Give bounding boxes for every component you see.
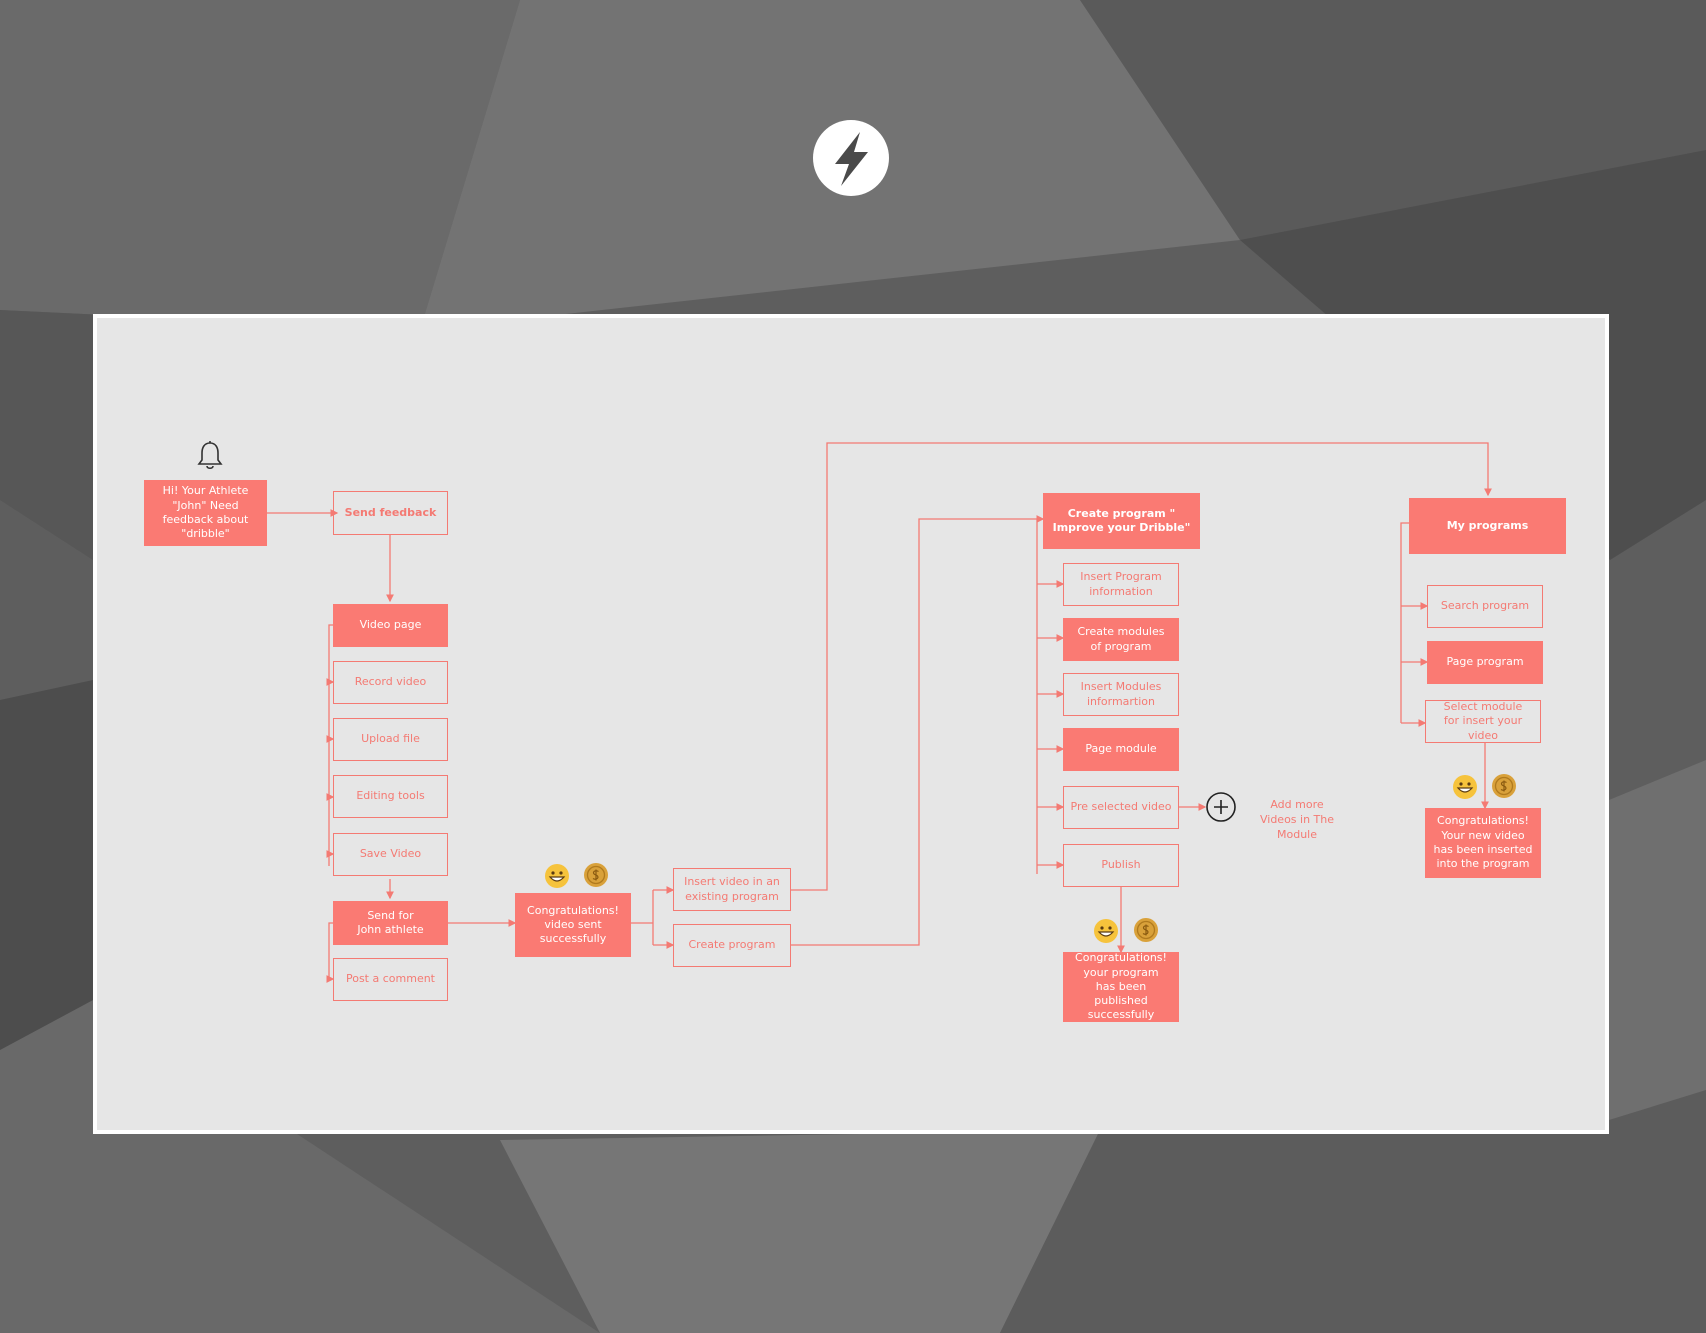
congrats-inserted-box: Congratulations! Your new video has been… — [1425, 808, 1541, 878]
flow-connectors — [267, 442, 1492, 983]
send-for-john-box: Send for John athlete — [333, 901, 448, 945]
coin-icon — [584, 863, 608, 887]
video-page-box: Video page — [333, 604, 448, 647]
create-modules-box: Create modules of program — [1063, 618, 1179, 661]
coin-icon — [1492, 774, 1516, 798]
congrats-published-box: Congratulations! your program has been p… — [1063, 951, 1179, 1022]
plus-circle-icon — [1206, 792, 1236, 822]
flow-canvas: Hi! Your Athlete "John" Need feedback ab… — [97, 318, 1605, 1130]
create-program-box: Create program — [673, 924, 791, 967]
insert-existing-box: Insert video in an existing program — [673, 868, 791, 911]
publish-box: Publish — [1063, 844, 1179, 887]
add-more-videos-note: Add more Videos in The Module — [1259, 798, 1335, 841]
page-program-box: Page program — [1427, 641, 1543, 684]
send-feedback-box: Send feedback — [333, 491, 448, 535]
congrats-sent-box: Congratulations! video sent successfully — [515, 893, 631, 957]
insert-modules-info-box: Insert Modules informartion — [1063, 673, 1179, 716]
search-program-box: Search program — [1427, 585, 1543, 628]
create-program-title-box: Create program " Improve your Dribble" — [1043, 493, 1200, 549]
save-video-box: Save Video — [333, 833, 448, 876]
select-module-box: Select module for insert your video — [1425, 700, 1541, 743]
grinning-emoji-icon — [1453, 775, 1477, 799]
grinning-emoji-icon — [1094, 919, 1118, 943]
page-module-box: Page module — [1063, 728, 1179, 771]
post-comment-box: Post a comment — [333, 958, 448, 1001]
editing-tools-box: Editing tools — [333, 775, 448, 818]
pre-selected-video-box: Pre selected video — [1063, 786, 1179, 829]
insert-program-info-box: Insert Program information — [1063, 563, 1179, 606]
coin-icon — [1134, 918, 1158, 942]
grinning-emoji-icon — [545, 864, 569, 888]
notification-box: Hi! Your Athlete "John" Need feedback ab… — [144, 480, 267, 546]
upload-file-box: Upload file — [333, 718, 448, 761]
my-programs-box: My programs — [1409, 498, 1566, 554]
lightning-logo-icon — [813, 120, 889, 196]
record-video-box: Record video — [333, 661, 448, 704]
bell-icon — [197, 441, 223, 470]
diagram-frame: Hi! Your Athlete "John" Need feedback ab… — [93, 314, 1609, 1134]
